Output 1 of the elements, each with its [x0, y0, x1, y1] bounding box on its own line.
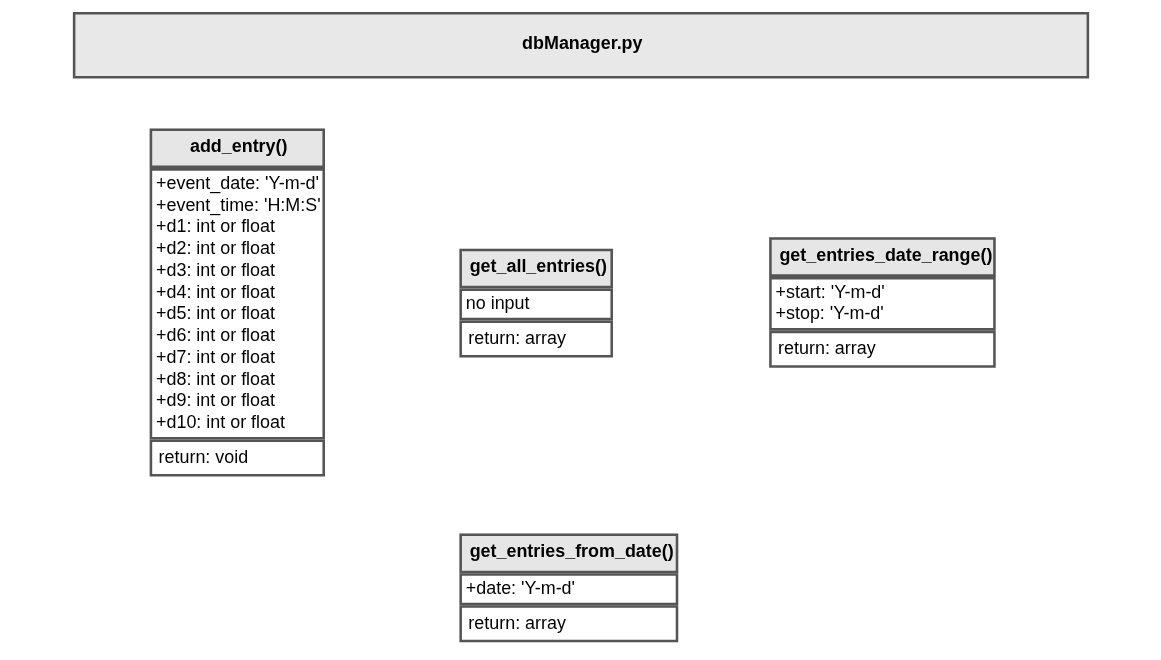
- node-box: dbManager.py: [72, 11, 1089, 79]
